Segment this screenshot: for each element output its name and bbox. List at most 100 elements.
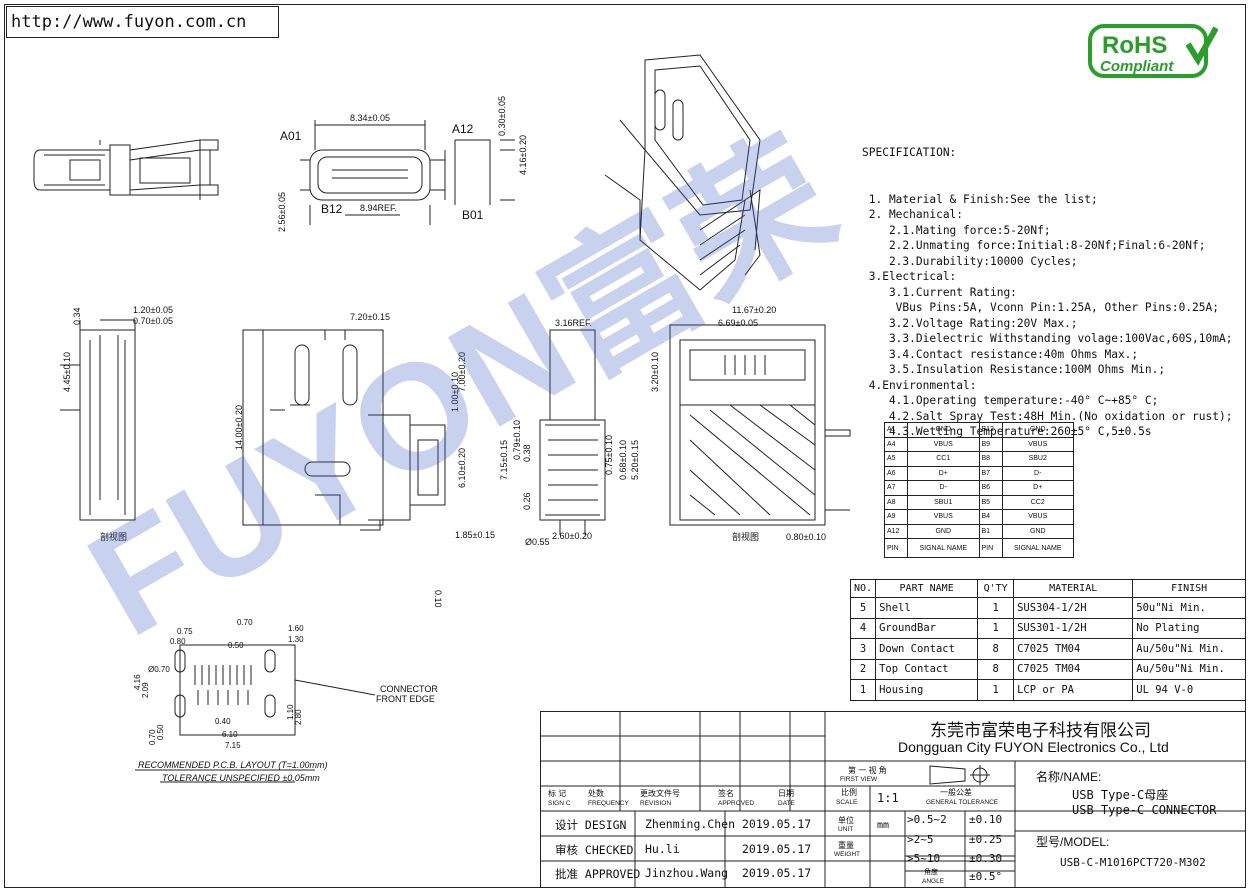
- label-b01: B01: [462, 208, 484, 222]
- parts-cell: 1: [977, 617, 1015, 639]
- tolerance-range: >0.5~2: [907, 813, 947, 826]
- pcb-layout: [135, 644, 376, 783]
- dim-715: 7.15±0.15: [499, 440, 509, 480]
- parts-cell: No Plating: [1132, 617, 1246, 639]
- revision-header-en: APPROVED: [718, 800, 755, 807]
- section-view-label-2: 剖视图: [732, 531, 759, 542]
- weight-label-cn: 重量: [838, 841, 854, 850]
- pin-cell: D-: [1001, 465, 1074, 481]
- pin-cell: B1: [978, 523, 1003, 539]
- pin-footer-cell: PIN: [884, 538, 908, 558]
- revision-header-cn: 日期: [778, 789, 794, 798]
- watermark-text: FUYON富荣: [62, 110, 860, 668]
- top-view: [242, 329, 446, 531]
- dim-080: 0.80±0.10: [786, 532, 826, 542]
- parts-cell: 5: [849, 597, 877, 619]
- pin-cell: D+: [1001, 480, 1074, 496]
- dim-070: 0.70±0.05: [133, 316, 173, 326]
- tolerance-en: GENERAL TOLERANCE: [926, 799, 999, 806]
- pcb-connector-label: CONNECTOR: [380, 684, 438, 694]
- dim-185: 1.85±0.15: [455, 530, 495, 540]
- revision-header-en: DATE: [778, 800, 795, 807]
- approval-role: 设计 DESIGN: [555, 818, 627, 832]
- unit-label-cn: 单位: [838, 816, 854, 825]
- pin-cell: GND: [907, 422, 980, 438]
- pin-cell: B5: [978, 494, 1003, 510]
- approval-name: Hu.li: [645, 842, 680, 856]
- pin-cell: CC2: [1001, 494, 1074, 510]
- tolerance-range: >2~5: [907, 833, 934, 846]
- parts-cell: Down Contact: [875, 638, 979, 660]
- parts-cell: 50u"Ni Min.: [1132, 597, 1246, 619]
- pin-cell: VBUS: [1001, 436, 1074, 452]
- pin-cell: VBUS: [907, 509, 980, 525]
- dim-610: 6.10±0.20: [457, 448, 467, 488]
- dim-079: 0.79±0.10: [512, 420, 522, 460]
- spec-line: 3.5.Insulation Resistance:100M Ohms Min.…: [862, 363, 1166, 376]
- spec-line: 3.Electrical:: [862, 270, 957, 283]
- approval-name: Zhenming.Chen: [645, 817, 736, 831]
- pin-cell: VBUS: [907, 436, 980, 452]
- pin-cell: D+: [907, 465, 980, 481]
- dim-120: 1.20±0.05: [133, 305, 173, 315]
- parts-cell: 8: [977, 658, 1015, 680]
- pin-cell: A8: [884, 494, 908, 510]
- pcb-dimension: 0.40: [215, 717, 231, 726]
- parts-header-cell: FINISH: [1132, 579, 1246, 598]
- pin-cell: B9: [978, 436, 1003, 452]
- dim-316: 3.16REF.: [555, 318, 592, 328]
- spec-line: 1. Material & Finish:See the list;: [862, 192, 1098, 206]
- dim-720: 7.20±0.15: [350, 312, 390, 322]
- pcb-dimension: 0.70: [237, 618, 253, 627]
- revision-header-cn: 标 记: [548, 789, 567, 798]
- pcb-dimension: 2.80: [294, 709, 303, 725]
- tolerance-value: ±0.30: [969, 852, 1003, 865]
- parts-cell: C7025 TM04: [1013, 658, 1134, 680]
- dim-068: 0.68±0.10: [618, 440, 628, 480]
- dim-034: 0.34: [72, 307, 82, 325]
- pin-cell: VBUS: [1001, 509, 1074, 525]
- front-view: [300, 120, 515, 225]
- tolerance-cn: 一般公差: [940, 788, 972, 797]
- scale-value: 1:1: [877, 791, 899, 805]
- pcb-note-2: TOLERANCE UNSPECIFIED ±0.05mm: [162, 773, 320, 783]
- pin-cell: A7: [884, 480, 908, 496]
- dim-100: 1.00±0.10: [450, 372, 460, 412]
- parts-header-cell: NO.: [849, 579, 877, 598]
- dim-038: 0.38: [522, 444, 532, 462]
- spec-line: 4.Environmental:: [862, 378, 977, 392]
- approval-name: Jinzhou.Wang: [645, 866, 729, 880]
- angle-label-en: ANGLE: [922, 878, 945, 885]
- projection-en: FIRST VIEW: [840, 776, 878, 783]
- parts-cell: Au/50u"Ni Min.: [1132, 658, 1246, 680]
- dim-256: 2.56±0.05: [277, 192, 287, 232]
- parts-header-cell: MATERIAL: [1013, 579, 1134, 598]
- dim-1167: 11.67±0.20: [732, 305, 776, 315]
- dim-075: 0.75±0.10: [604, 435, 614, 475]
- specification-block: SPECIFICATION: 1. Material & Finish:See …: [862, 114, 1232, 455]
- revision-header-cn: 签名: [718, 789, 734, 798]
- revision-header-en: FREQUENCY: [588, 800, 629, 807]
- name-en: USB Type-C CONNECTOR: [1072, 803, 1217, 817]
- pcb-dimension: 1.30: [288, 635, 304, 644]
- label-a12: A12: [452, 122, 474, 136]
- pin-cell: GND: [907, 523, 980, 539]
- parts-cell: Housing: [875, 679, 979, 701]
- website-url[interactable]: http://www.fuyon.com.cn: [6, 6, 279, 38]
- tolerance-value: ±0.10: [969, 813, 1003, 826]
- rohs-compliant-text: Compliant: [1100, 58, 1174, 75]
- isometric-view: [604, 54, 761, 291]
- approval-date: 2019.05.17: [742, 842, 812, 856]
- pin-cell: CC1: [907, 451, 980, 467]
- spec-line: 3.2.Voltage Rating:20V Max.;: [862, 316, 1078, 330]
- parts-cell: 8: [977, 638, 1015, 660]
- tolerance-value: ±0.25: [969, 833, 1003, 846]
